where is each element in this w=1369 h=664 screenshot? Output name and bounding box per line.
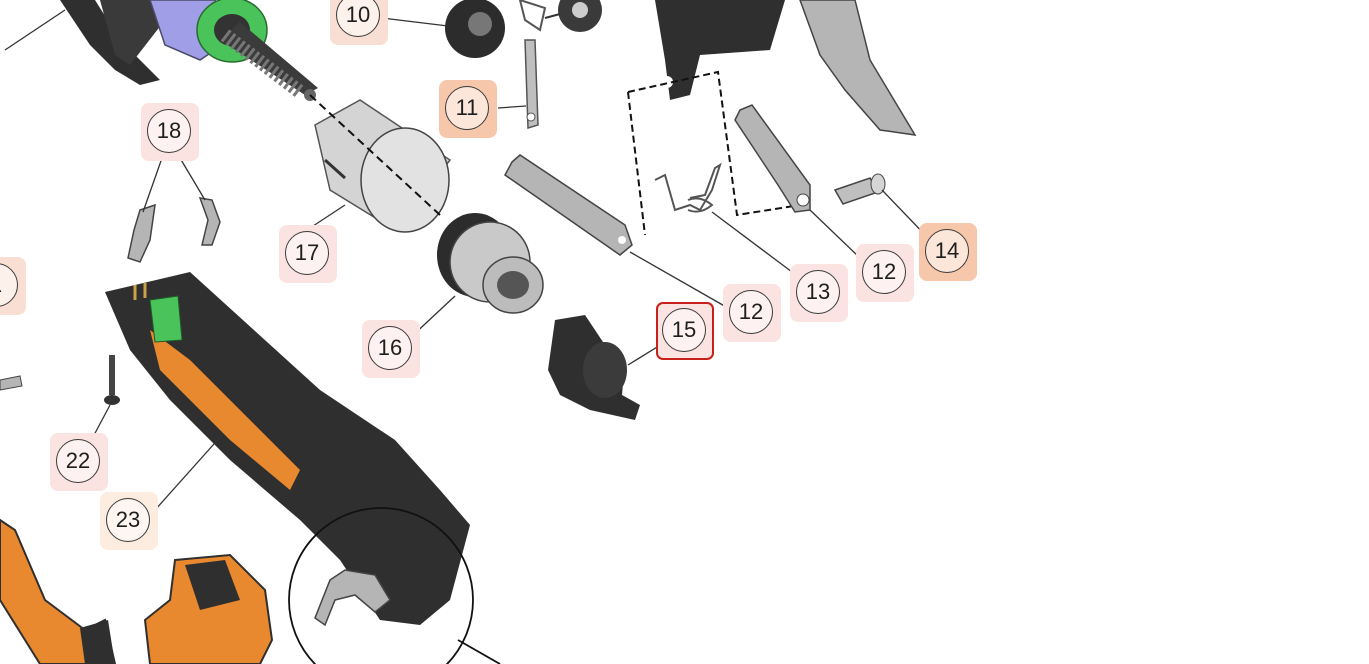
cylinder-part xyxy=(306,94,452,233)
gear-part xyxy=(381,0,602,58)
callout-17[interactable]: 17 xyxy=(279,225,337,283)
callout-16[interactable]: 16 xyxy=(362,320,420,378)
callout-number: 13 xyxy=(796,270,840,314)
callout-21[interactable]: 1 xyxy=(0,257,26,315)
handle-housing-part xyxy=(105,272,501,664)
screw-part xyxy=(92,355,120,438)
callout-18[interactable]: 18 xyxy=(141,103,199,161)
callout-number: 1 xyxy=(0,263,18,307)
callout-number: 23 xyxy=(106,498,150,542)
callout-number: 12 xyxy=(729,290,773,334)
callout-11[interactable]: 11 xyxy=(439,80,497,138)
edge-part xyxy=(0,375,23,391)
bushing-part xyxy=(409,213,544,339)
upper-lever-part xyxy=(627,0,917,236)
callout-number: 17 xyxy=(285,231,329,275)
pin-part xyxy=(833,173,931,241)
callout-number: 22 xyxy=(56,439,100,483)
callout-13[interactable]: 13 xyxy=(790,264,848,322)
pivot-lever-part xyxy=(504,154,729,309)
callout-number: 10 xyxy=(336,0,380,37)
callout-12b[interactable]: 12 xyxy=(856,244,914,302)
callout-23[interactable]: 23 xyxy=(100,492,158,550)
callout-22[interactable]: 22 xyxy=(50,433,108,491)
callout-number: 11 xyxy=(445,86,489,130)
lower-orange-parts xyxy=(0,518,274,664)
callout-14[interactable]: 14 xyxy=(919,223,977,281)
clip-parts xyxy=(127,157,221,263)
callout-number: 18 xyxy=(147,109,191,153)
callout-10[interactable]: 10 xyxy=(330,0,388,45)
link-rod-part xyxy=(497,39,539,129)
spring-part xyxy=(654,162,801,279)
callout-number: 16 xyxy=(368,326,412,370)
drive-unit-part xyxy=(548,315,663,420)
pivot-lever-part-2 xyxy=(734,104,861,259)
callout-number: 14 xyxy=(925,229,969,273)
upper-housing-part xyxy=(4,0,318,101)
callout-15[interactable]: 15 xyxy=(656,302,714,360)
callout-number: 15 xyxy=(662,308,706,352)
callout-12a[interactable]: 12 xyxy=(723,284,781,342)
callout-number: 12 xyxy=(862,250,906,294)
